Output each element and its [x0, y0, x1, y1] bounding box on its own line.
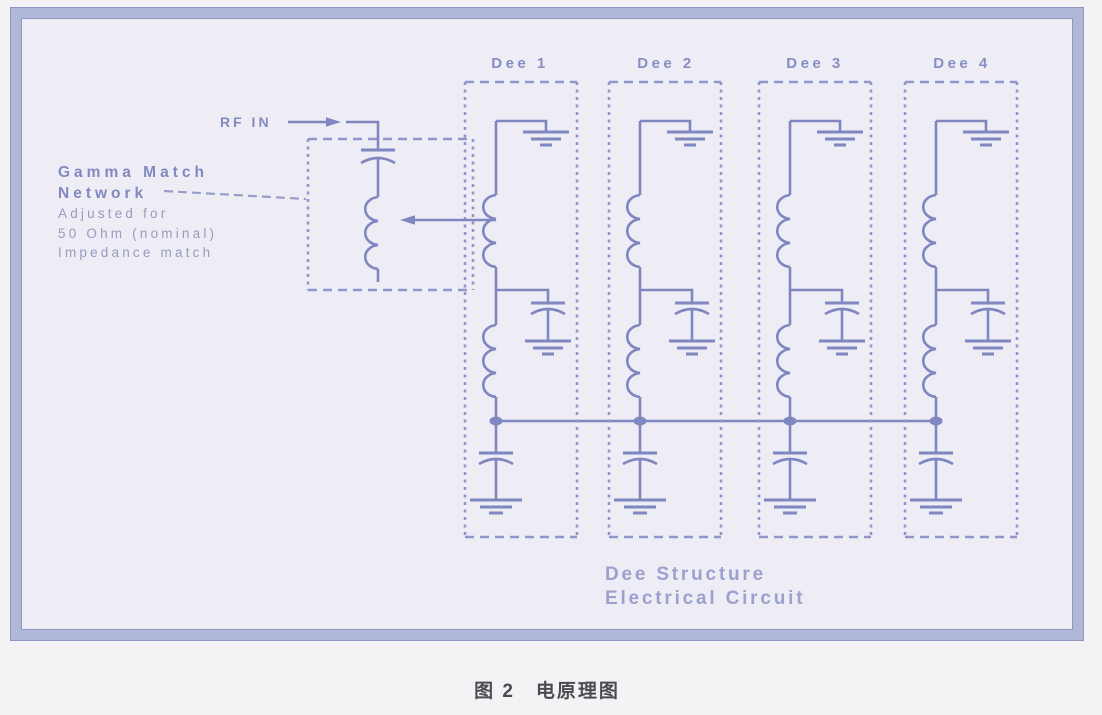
structure-title-line1: Dee Structure: [605, 564, 766, 585]
gamma-leader-line: [163, 189, 307, 201]
dee-2-label: Dee 2: [637, 55, 695, 72]
dee-3-cell: [759, 82, 871, 537]
tap-arrowhead-icon: [400, 215, 415, 225]
rf-in-arrowhead-icon: [326, 117, 341, 127]
gamma-match-label-line2: Network: [58, 185, 147, 202]
dee-4-label: Dee 4: [933, 55, 991, 72]
gamma-note-line2: 50 Ohm (nominal): [58, 226, 217, 241]
gamma-match-label-line1: Gamma Match: [58, 164, 208, 181]
dee-3-label: Dee 3: [786, 55, 844, 72]
rf-in-label: RF IN: [220, 114, 272, 130]
gamma-note-line3: Impedance match: [58, 245, 213, 260]
gamma-match-network-group: [163, 117, 496, 292]
dee-4-cell: [905, 82, 1017, 537]
dee-2-cell: [609, 82, 721, 537]
dee-1-cell: [465, 82, 577, 537]
structure-title-line2: Electrical Circuit: [605, 588, 805, 609]
dee-1-label: Dee 1: [491, 55, 549, 72]
figure-caption: 图 2 电原理图: [474, 681, 620, 702]
gamma-note-line1: Adjusted for: [58, 206, 168, 221]
